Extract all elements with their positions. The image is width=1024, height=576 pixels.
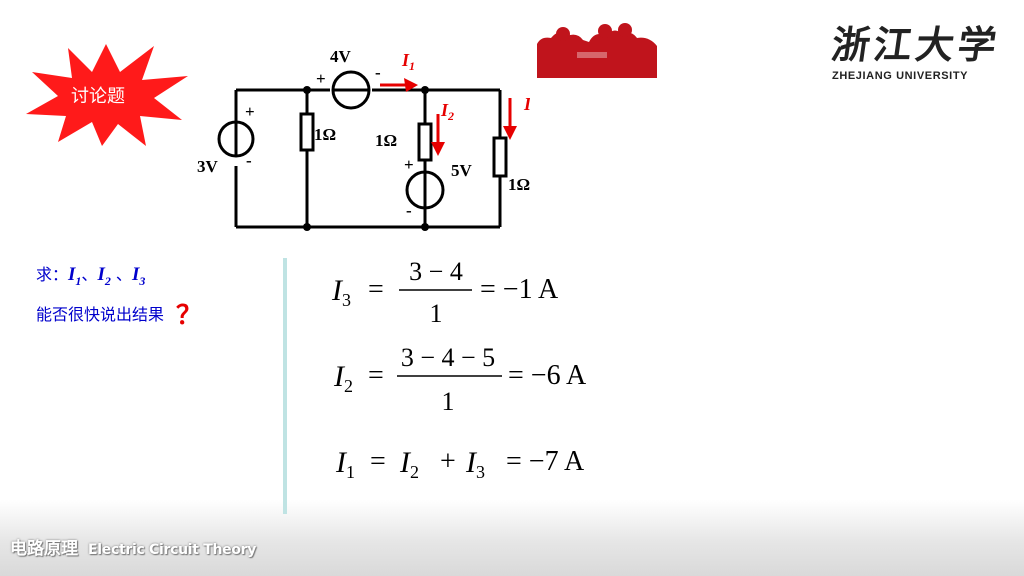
resistor-right [492, 136, 508, 178]
label-res-right: 1Ω [508, 175, 530, 194]
equation-i3: I3 = 3 − 4 1 = −1 A [331, 257, 559, 328]
logo-chinese: 浙江大学 [828, 22, 1004, 67]
question-line2: 能否很快说出结果？ [36, 300, 203, 331]
svg-text:I3: I3 [331, 274, 351, 310]
label-3v-minus: - [246, 151, 252, 170]
svg-text:=: = [368, 360, 384, 391]
discussion-badge: 讨论题 [26, 44, 188, 146]
label-i3: I3 [523, 94, 530, 117]
equation-i1: I1 = I2 + I3 = −7 A [335, 446, 585, 482]
svg-text:1: 1 [442, 387, 455, 416]
vertical-divider [283, 258, 287, 514]
university-logo: 浙江大学 ZHEJIANG UNIVERSITY [828, 22, 1012, 82]
label-4v-minus: - [375, 63, 381, 82]
svg-text:I3: I3 [465, 446, 485, 482]
label-5v: 5V [451, 161, 473, 180]
discussion-group-icon [537, 23, 657, 78]
svg-text:I2: I2 [333, 360, 353, 396]
svg-text:3 − 4 − 5: 3 − 4 − 5 [401, 343, 495, 372]
svg-text:+: + [440, 446, 456, 477]
svg-text:I2: I2 [399, 446, 419, 482]
label-5v-plus: + [404, 155, 414, 174]
label-i1: I1 [401, 50, 415, 73]
footer-title: 电路原理 Electric Circuit Theory [10, 534, 256, 559]
question-i2: I2 [97, 264, 111, 288]
label-res-left: 1Ω [314, 125, 336, 144]
svg-text:=: = [368, 274, 384, 305]
logo-english: ZHEJIANG UNIVERSITY [832, 70, 969, 82]
svg-text:= −1 A: = −1 A [480, 274, 559, 305]
label-4v: 4V [330, 47, 352, 66]
label-3v-plus: + [245, 102, 255, 121]
current-arrows [380, 78, 517, 156]
label-3v: 3V [197, 157, 219, 176]
resistor-left [299, 112, 315, 152]
question-i3: I3 [131, 264, 146, 288]
equations: I3 = 3 − 4 1 = −1 A I2 = 3 − 4 − 5 1 = −… [331, 257, 587, 482]
label-i2: I2 [440, 100, 454, 123]
circuit-wires [234, 88, 502, 229]
svg-text:= −6 A: = −6 A [508, 360, 587, 391]
circuit-nodes [303, 86, 429, 231]
question-block: 求：I1、I2 、I3 能否很快说出结果？ [36, 258, 202, 333]
question-line1: 求：I1、I2 、I3 [36, 264, 146, 288]
equation-i2: I2 = 3 − 4 − 5 1 = −6 A [333, 343, 587, 416]
svg-text:=: = [370, 446, 386, 477]
label-5v-minus: - [406, 201, 412, 220]
svg-text:I1: I1 [335, 446, 355, 482]
footer-english: Electric Circuit Theory [88, 542, 257, 558]
starburst-icon [26, 44, 188, 146]
question-mark-icon: ？ [176, 300, 203, 331]
footer-chinese: 电路原理 [10, 539, 78, 559]
footer-band [0, 500, 1024, 576]
resistor-mid [417, 122, 433, 162]
badge-label: 讨论题 [71, 86, 125, 107]
svg-text:1: 1 [430, 299, 443, 328]
svg-text:3 − 4: 3 − 4 [409, 257, 463, 286]
label-4v-plus: + [316, 69, 326, 88]
label-res-mid: 1Ω [375, 131, 397, 150]
svg-text:= −7 A: = −7 A [506, 446, 585, 477]
circuit-diagram: 4V + - 3V + - 5V + - 1Ω 1Ω 1Ω I1 I2 I3 [197, 47, 530, 231]
question-i1: I1 [68, 264, 82, 288]
